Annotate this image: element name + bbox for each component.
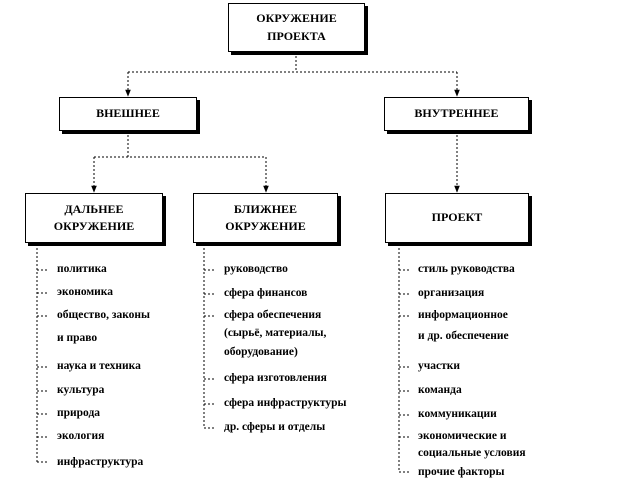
root-node-line1: ОКРУЖЕНИЕ: [256, 11, 337, 26]
list-item: (сырьё, материалы,: [224, 327, 327, 339]
project-node-label: ПРОЕКТ: [431, 210, 483, 225]
list-item: сфера финансов: [224, 287, 308, 299]
list-item: сфера изготовления: [224, 372, 327, 384]
far-environment-node-text: ДАЛЬНЕЕ ОКРУЖЕНИЕ: [54, 201, 134, 236]
list-item: природа: [57, 407, 101, 419]
list-item: информационное: [418, 309, 508, 321]
list-item: общество, законы: [57, 309, 151, 321]
far-environment-node: ДАЛЬНЕЕ ОКРУЖЕНИЕ: [25, 193, 163, 243]
far-environment-list: политика экономика общество, законы и пр…: [57, 0, 187, 497]
external-node: ВНЕШНЕЕ: [59, 97, 197, 131]
root-node-line2: ПРОЕКТА: [267, 28, 326, 43]
near-environment-list: руководство сфера финансов сфера обеспеч…: [224, 0, 384, 497]
list-item: экономика: [57, 286, 114, 298]
list-item: наука и техника: [57, 360, 141, 372]
project-list: стиль руководства организация информацио…: [418, 0, 578, 497]
internal-node-label: ВНУТРЕННЕЕ: [414, 106, 499, 121]
near-environment-node-text: БЛИЖНЕЕ ОКРУЖЕНИЕ: [225, 201, 305, 236]
list-item: команда: [418, 384, 462, 396]
list-item: и др. обеспечение: [418, 330, 509, 342]
root-node: ОКРУЖЕНИЕ ПРОЕКТА: [228, 3, 365, 52]
list-item: политика: [57, 263, 107, 275]
list-item: стиль руководства: [418, 263, 515, 275]
list-item: оборудование): [224, 346, 298, 358]
list-item: социальные условия: [418, 447, 526, 459]
list-item: сфера обеспечения: [224, 309, 322, 321]
list-item: др. сферы и отделы: [224, 421, 326, 433]
list-item: и право: [57, 332, 98, 344]
list-item: участки: [418, 360, 460, 372]
list-item: организация: [418, 287, 485, 299]
far-environment-line2: ОКРУЖЕНИЕ: [53, 219, 135, 233]
list-item: прочие факторы: [418, 466, 505, 478]
list-item: руководство: [224, 263, 288, 275]
internal-node: ВНУТРЕННЕЕ: [384, 97, 529, 131]
list-item: культура: [57, 384, 105, 396]
external-node-label: ВНЕШНЕЕ: [96, 106, 160, 121]
list-item: коммуникации: [418, 408, 497, 420]
list-item: сфера инфраструктуры: [224, 397, 347, 409]
far-environment-line1: ДАЛЬНЕЕ: [64, 201, 124, 216]
list-item: экономические и: [418, 430, 507, 442]
root-node-text: ОКРУЖЕНИЕ ПРОЕКТА: [256, 10, 336, 45]
near-environment-node: БЛИЖНЕЕ ОКРУЖЕНИЕ: [193, 193, 338, 243]
project-node: ПРОЕКТ: [385, 193, 529, 243]
list-item: инфраструктура: [57, 456, 144, 468]
list-item: экология: [57, 430, 105, 442]
near-environment-line1: БЛИЖНЕЕ: [233, 201, 298, 216]
near-environment-line2: ОКРУЖЕНИЕ: [225, 219, 306, 233]
